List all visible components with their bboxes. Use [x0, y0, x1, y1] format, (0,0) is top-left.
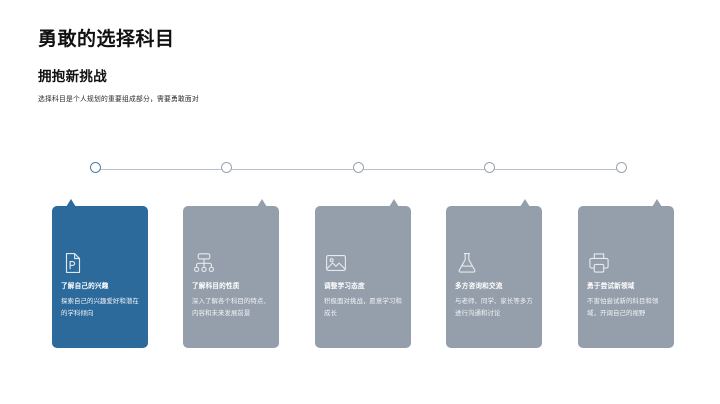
flask-icon	[455, 251, 479, 275]
step-card-2[interactable]: 了解科目的性质 深入了解各个科目的特点、内容和未来发展前景	[183, 199, 279, 348]
document-p-icon	[61, 251, 85, 275]
card-body: 深入了解各个科目的特点、内容和未来发展前景	[192, 298, 270, 317]
card-title: 多方咨询和交流	[455, 283, 503, 290]
printer-icon	[587, 251, 611, 275]
step-card-4[interactable]: 多方咨询和交流 与老师、同学、家长等多方进行沟通和讨论	[446, 199, 542, 348]
card-title: 调整学习态度	[324, 283, 365, 290]
timeline-node-3[interactable]	[353, 162, 364, 173]
card-pointer-5	[652, 199, 662, 207]
sitemap-icon	[192, 251, 216, 275]
slide-header: 勇敢的选择科目 拥抱新挑战 选择科目是个人规划的重要组成部分，需要勇敢面对	[38, 28, 658, 105]
timeline-node-5[interactable]	[616, 162, 627, 173]
card-pointer-2	[257, 199, 267, 207]
timeline	[90, 162, 628, 178]
card-pointer-3	[389, 199, 399, 207]
card-body: 探索自己的兴趣爱好和潜在的学科倾向	[61, 298, 139, 317]
card-pointer-1	[66, 199, 76, 207]
page-description: 选择科目是个人规划的重要组成部分，需要勇敢面对	[38, 95, 199, 103]
card-body: 与老师、同学、家长等多方进行沟通和讨论	[455, 298, 533, 317]
step-card-3[interactable]: 调整学习态度 积极面对挑战，愿意学习和成长	[315, 199, 411, 348]
image-icon	[324, 251, 348, 275]
card-title: 了解科目的性质	[192, 283, 240, 290]
step-card-5[interactable]: 勇于尝试新领域 不害怕尝试新的科目和领域，开阔自己的视野	[578, 199, 674, 348]
card-body: 不害怕尝试新的科目和领域，开阔自己的视野	[587, 298, 659, 317]
page-subtitle: 拥抱新挑战	[38, 68, 107, 84]
step-card-1[interactable]: 了解自己的兴趣 探索自己的兴趣爱好和潜在的学科倾向	[52, 199, 148, 348]
page-title: 勇敢的选择科目	[38, 29, 175, 50]
card-row: 了解自己的兴趣 探索自己的兴趣爱好和潜在的学科倾向 了解科目的性质 深入了解各个…	[52, 198, 674, 356]
timeline-node-1[interactable]	[90, 162, 101, 173]
timeline-node-4[interactable]	[484, 162, 495, 173]
card-title: 了解自己的兴趣	[61, 283, 109, 290]
timeline-node-2[interactable]	[221, 162, 232, 173]
card-title: 勇于尝试新领域	[587, 283, 635, 290]
card-body: 积极面对挑战，愿意学习和成长	[324, 298, 402, 317]
card-pointer-4	[520, 199, 530, 207]
